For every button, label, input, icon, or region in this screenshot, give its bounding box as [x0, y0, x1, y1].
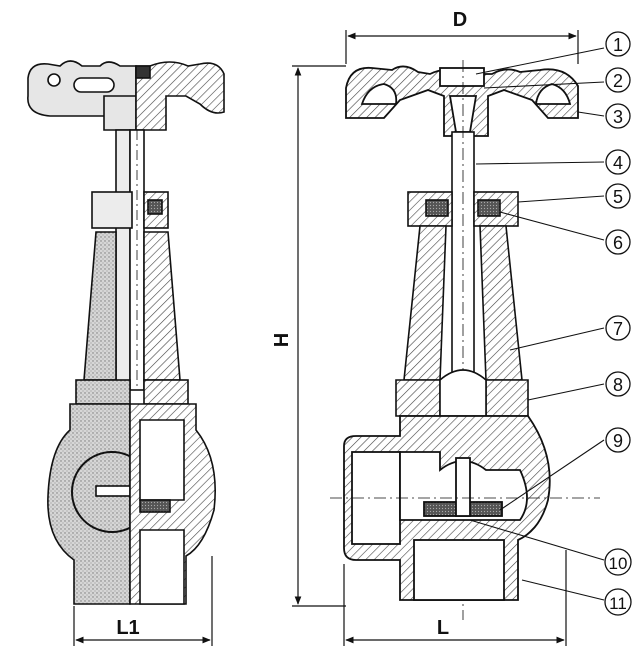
callout-2: 2	[605, 67, 631, 93]
callout-10: 10	[604, 548, 632, 576]
callout-3: 3	[605, 103, 631, 129]
callout-11: 11	[604, 588, 632, 616]
dimension-d-label: D	[453, 9, 467, 31]
left-half-section-view	[27, 60, 225, 605]
svg-text:9: 9	[613, 431, 623, 451]
svg-text:7: 7	[613, 319, 623, 339]
dimension-l1-label: L1	[116, 617, 139, 639]
dimension-d	[345, 30, 579, 64]
right-handwheel	[345, 65, 579, 137]
left-handwheel	[27, 60, 225, 131]
callout-4: 4	[605, 149, 631, 175]
svg-text:8: 8	[613, 375, 623, 395]
svg-text:2: 2	[613, 71, 623, 91]
callout-8: 8	[605, 371, 631, 397]
right-bonnet	[395, 225, 529, 417]
callout-5: 5	[605, 183, 631, 209]
left-valve-body	[47, 403, 216, 605]
svg-text:5: 5	[613, 187, 623, 207]
left-bonnet-nut	[91, 191, 169, 229]
right-valve-body	[343, 415, 551, 601]
svg-text:11: 11	[609, 594, 627, 613]
dimension-l-label: L	[437, 617, 449, 639]
callout-9: 9	[605, 427, 631, 453]
right-packing-nut	[407, 191, 519, 227]
dimension-h	[292, 65, 346, 607]
callout-7: 7	[605, 315, 631, 341]
svg-text:10: 10	[609, 554, 628, 573]
svg-text:3: 3	[613, 107, 623, 127]
svg-text:6: 6	[613, 233, 623, 253]
left-stem	[115, 129, 145, 391]
dimension-l1	[73, 556, 213, 646]
dimension-h-label: H	[271, 333, 293, 347]
svg-text:1: 1	[613, 35, 623, 55]
svg-text:4: 4	[613, 153, 623, 173]
dimension-l	[343, 550, 567, 646]
callout-1: 1	[605, 31, 631, 57]
right-section-view	[330, 60, 600, 620]
left-bonnet	[75, 231, 189, 405]
callout-6: 6	[605, 229, 631, 255]
callout-leaders	[469, 47, 605, 601]
